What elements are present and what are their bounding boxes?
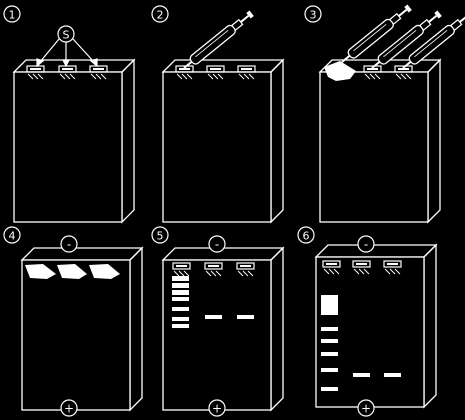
loaded-sample-blob bbox=[324, 61, 356, 81]
step-3-badge: 3 bbox=[304, 5, 322, 23]
well-pointer-arrows bbox=[36, 38, 98, 68]
svg-text:5: 5 bbox=[157, 230, 164, 243]
band-group bbox=[321, 295, 401, 391]
anode-terminal: + bbox=[60, 399, 78, 417]
step-4-badge: 4 bbox=[3, 226, 21, 244]
ladder-band bbox=[172, 324, 189, 328]
ladder-band bbox=[321, 387, 338, 391]
step-6-badge: 6 bbox=[297, 226, 315, 244]
svg-text:+: + bbox=[212, 402, 222, 416]
pipette-icon bbox=[337, 2, 414, 67]
ladder-band bbox=[172, 297, 189, 301]
ladder-band bbox=[321, 352, 338, 356]
svg-text:6: 6 bbox=[303, 230, 310, 243]
pipette-icon bbox=[179, 8, 256, 73]
ladder-band bbox=[321, 339, 338, 343]
svg-text:4: 4 bbox=[9, 230, 16, 243]
svg-text:+: + bbox=[361, 402, 371, 416]
ladder-band bbox=[172, 283, 189, 288]
step-1-panel: 1 S bbox=[3, 5, 135, 223]
svg-text:3: 3 bbox=[310, 9, 317, 22]
step-6-panel: 6 - + bbox=[297, 226, 437, 417]
gel-slab bbox=[162, 247, 284, 411]
svg-text:1: 1 bbox=[9, 9, 16, 22]
ladder-band bbox=[321, 368, 338, 372]
step-1-badge: 1 bbox=[3, 5, 21, 23]
sample-band bbox=[353, 373, 370, 377]
ladder-band bbox=[172, 290, 189, 295]
anode-terminal: + bbox=[357, 399, 375, 417]
step-5-badge: 5 bbox=[151, 226, 169, 244]
cathode-terminal: - bbox=[208, 235, 226, 253]
gel-slab bbox=[13, 59, 135, 223]
svg-text:+: + bbox=[64, 402, 74, 416]
svg-text:-: - bbox=[364, 238, 368, 252]
cathode-terminal: - bbox=[60, 235, 78, 253]
ladder-band bbox=[172, 276, 189, 281]
step-5-panel: 5 - + bbox=[151, 226, 284, 417]
cathode-terminal: - bbox=[357, 235, 375, 253]
ladder-band bbox=[321, 295, 338, 315]
ladder-band bbox=[172, 317, 189, 321]
step-3-panel: 3 bbox=[304, 2, 465, 223]
step-2-panel: 2 bbox=[151, 5, 284, 223]
gel-slab bbox=[319, 59, 441, 223]
anode-terminal: + bbox=[208, 399, 226, 417]
svg-text:-: - bbox=[215, 238, 219, 252]
ladder-band bbox=[172, 307, 189, 311]
loaded-wells bbox=[25, 264, 120, 279]
ladder-band bbox=[321, 327, 338, 331]
gel-slab bbox=[162, 59, 284, 223]
svg-text:2: 2 bbox=[157, 9, 164, 22]
sample-band bbox=[384, 373, 401, 377]
svg-text:-: - bbox=[67, 238, 71, 252]
s-label: S bbox=[57, 25, 75, 43]
band-group bbox=[172, 276, 254, 328]
sample-band bbox=[205, 315, 222, 319]
step-2-badge: 2 bbox=[151, 5, 169, 23]
step-4-panel: 4 - + bbox=[3, 226, 143, 417]
sample-band bbox=[237, 315, 254, 319]
svg-text:S: S bbox=[63, 29, 70, 42]
